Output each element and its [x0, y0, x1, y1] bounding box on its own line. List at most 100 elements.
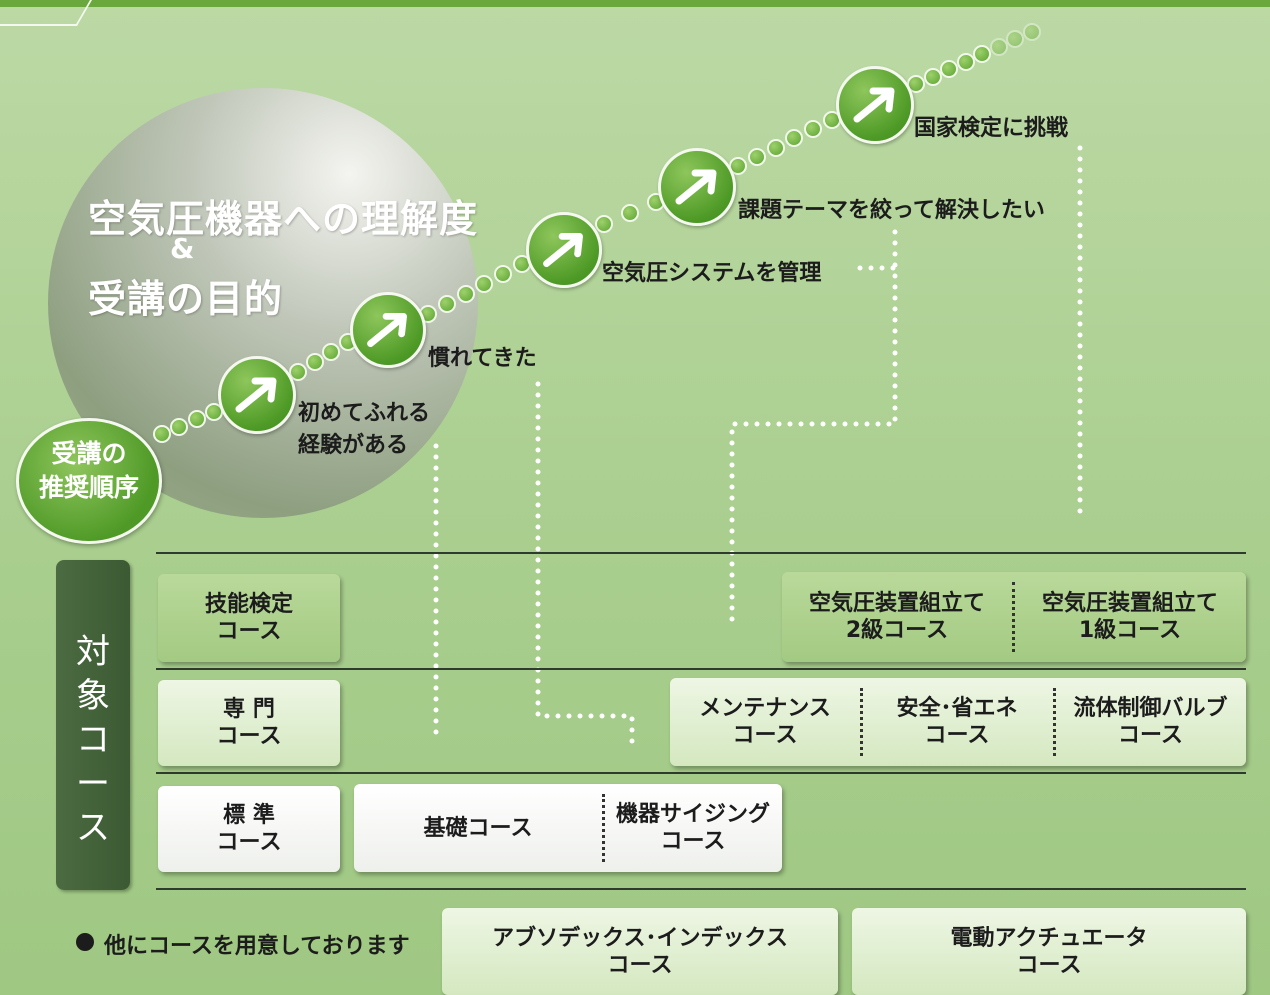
course-separator — [1012, 582, 1015, 652]
progress-dot — [305, 353, 324, 371]
arrow-icon — [853, 87, 895, 123]
course-name: 空気圧装置組立て — [808, 591, 985, 616]
step-2-label: 慣れてきた — [428, 346, 537, 371]
course-name: コース — [660, 829, 726, 854]
step-1-circle — [218, 356, 296, 434]
step-5-label: 国家検定に挑戦 — [914, 116, 1069, 141]
start-badge-line1: 受講の — [51, 439, 127, 468]
progress-dot — [475, 275, 494, 293]
progress-dot — [973, 45, 992, 64]
progress-dot — [170, 417, 189, 436]
course-separator — [602, 794, 605, 862]
course-name: メンテナンス — [699, 696, 831, 721]
course-sizing[interactable]: 機器サイジングコース — [604, 784, 782, 872]
course-name: アブソデックス･インデックス — [492, 925, 788, 951]
divider-line — [156, 888, 1246, 890]
arrow-icon — [675, 169, 717, 205]
path-step2 — [535, 381, 635, 749]
course-name: 機器サイジング — [615, 802, 770, 827]
progress-dot — [595, 215, 613, 233]
start-badge-text: 受講の 推奨順序 — [19, 437, 159, 505]
step-5-circle — [836, 66, 914, 144]
standard-courses-card: 基礎コース 機器サイジングコース — [354, 784, 782, 872]
course-separator — [860, 688, 863, 756]
side-char: 対 — [76, 632, 110, 672]
other-courses-note: 他にコースを用意しております — [104, 934, 410, 959]
arrow-icon — [367, 312, 407, 348]
course-name: 1級コース — [1078, 618, 1182, 643]
progress-dot — [989, 37, 1008, 56]
progress-dot — [766, 138, 785, 157]
course-name: 基礎コース — [423, 815, 533, 841]
course-separator — [1053, 688, 1056, 756]
arrow-icon — [543, 232, 583, 268]
course-name: 安全･省エネ — [896, 696, 1018, 721]
progress-dot — [747, 147, 766, 166]
progress-dot — [187, 410, 206, 429]
course-basic[interactable]: 基礎コース — [354, 784, 602, 872]
progress-dot — [494, 265, 513, 283]
course-name: 電動アクチュエータ — [950, 925, 1148, 951]
arrow-icon — [235, 377, 277, 413]
step-4-label: 課題テーマを絞って解決したい — [738, 198, 1045, 223]
course-absodex[interactable]: アブソデックス･インデックスコース — [442, 908, 838, 995]
course-safety-energy[interactable]: 安全･省エネコース — [862, 678, 1052, 766]
progress-dot — [437, 295, 456, 313]
category-standard: 標 準コース — [158, 786, 340, 872]
step-1-label-line1: 初めてふれる — [298, 401, 431, 426]
progress-dot — [1023, 23, 1041, 41]
course-name: コース — [1016, 952, 1082, 978]
title-ampersand: & — [170, 232, 195, 265]
path-step4 — [729, 229, 898, 625]
side-char: 象 — [76, 676, 110, 716]
course-name: コース — [732, 723, 798, 748]
title-line1: 空気圧機器への理解度 — [88, 197, 479, 241]
target-courses-label: 対 象 コ ー ス — [56, 560, 130, 890]
side-char: ー — [76, 764, 110, 804]
title-line2: 受講の目的 — [88, 277, 284, 321]
step-2-circle — [350, 292, 426, 368]
category-special: 専 門コース — [158, 680, 340, 766]
progress-dot — [153, 425, 171, 443]
category-label: 標 準 — [223, 803, 275, 828]
category-label: 技能検定 — [204, 592, 293, 617]
course-name: 2級コース — [845, 618, 949, 643]
progress-dot — [289, 363, 307, 381]
start-badge-line2: 推奨順序 — [38, 473, 139, 502]
progress-dot — [956, 52, 975, 71]
step-3-circle — [526, 212, 602, 288]
progress-dot — [804, 120, 823, 139]
divider-line — [156, 552, 1246, 554]
course-electric-actuator[interactable]: 電動アクチュエータコース — [852, 908, 1246, 995]
progress-dot — [456, 285, 475, 303]
category-label: 専 門 — [223, 697, 275, 722]
step-1-label-line2: 経験がある — [298, 433, 409, 458]
divider-line — [156, 772, 1246, 774]
progress-dot — [923, 67, 942, 86]
course-name: 空気圧装置組立て — [1041, 591, 1218, 616]
course-name: コース — [924, 723, 990, 748]
course-name: 流体制御バルブ — [1073, 696, 1228, 721]
progress-dot — [785, 129, 804, 148]
category-label: コース — [216, 830, 282, 855]
side-char: コ — [76, 720, 110, 760]
category-label: コース — [216, 724, 282, 749]
category-label: コース — [216, 619, 282, 644]
progress-dot — [322, 343, 341, 361]
course-name: コース — [1118, 723, 1183, 748]
divider-line — [156, 668, 1246, 670]
step-4-circle — [658, 148, 736, 226]
category-skill-test: 技能検定コース — [158, 574, 340, 662]
side-char: ス — [76, 808, 110, 848]
progress-dot — [621, 204, 639, 222]
course-maintenance[interactable]: メンテナンスコース — [670, 678, 860, 766]
special-courses-card: メンテナンスコース 安全･省エネコース 流体制御バルブコース — [670, 678, 1246, 766]
step-1-label: 初めてふれる 経験がある — [298, 398, 430, 462]
start-badge: 受講の 推奨順序 — [16, 418, 162, 544]
course-name: コース — [607, 952, 673, 978]
course-fluid-valve[interactable]: 流体制御バルブコース — [1055, 678, 1246, 766]
